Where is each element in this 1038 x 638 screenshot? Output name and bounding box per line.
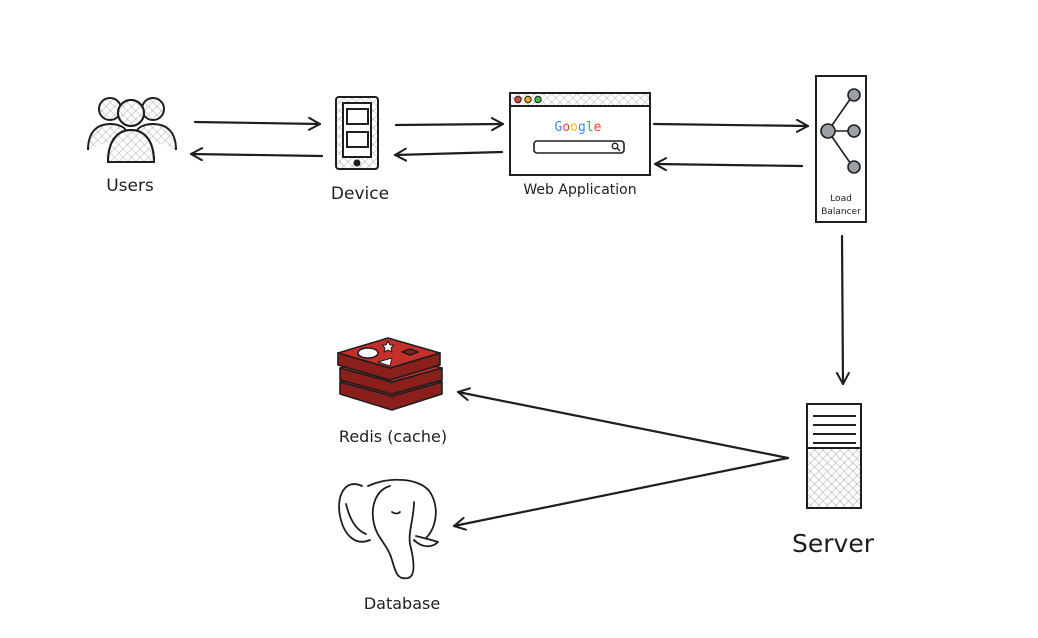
load-balancer-icon xyxy=(820,88,861,174)
server-node: Server xyxy=(792,403,875,558)
arrow-users-to-device xyxy=(193,116,322,131)
arrow-webapp-to-device xyxy=(393,147,504,162)
redis-label: Redis (cache) xyxy=(339,427,447,446)
server-label: Server xyxy=(792,529,875,558)
arrow-device-to-webapp xyxy=(394,117,505,132)
database-node: Database xyxy=(338,478,440,613)
server-rack-icon xyxy=(806,403,862,509)
webapp-node: Google Web Application xyxy=(509,92,651,198)
arrow-loadbalancer-to-webapp xyxy=(653,157,804,172)
search-input xyxy=(533,140,625,154)
device-label: Device xyxy=(331,184,389,204)
browser-window-icon: Google xyxy=(509,92,651,176)
redis-logo-icon xyxy=(337,337,443,411)
database-label: Database xyxy=(364,594,440,613)
connectors xyxy=(189,116,850,531)
search-icon xyxy=(611,142,621,152)
load-balancer-label-line1: Load xyxy=(830,194,852,204)
arrow-device-to-users xyxy=(189,147,324,162)
load-balancer-node: Load Balancer xyxy=(815,75,867,223)
users-node: Users xyxy=(87,97,177,196)
search-logo: Google xyxy=(555,120,602,135)
users-icon xyxy=(87,97,177,163)
mobile-device-icon xyxy=(335,96,379,170)
redis-node: Redis (cache) xyxy=(337,337,447,446)
arrow-webapp-to-loadbalancer xyxy=(652,118,810,133)
arrow-server-to-database xyxy=(452,456,790,531)
postgres-elephant-icon xyxy=(338,478,439,580)
webapp-label: Web Application xyxy=(523,182,636,198)
load-balancer-label-line2: Balancer xyxy=(821,207,861,217)
users-label: Users xyxy=(106,176,154,196)
device-node: Device xyxy=(331,96,389,204)
arrow-server-to-redis xyxy=(456,387,790,460)
arrow-loadbalancer-to-server xyxy=(835,234,850,386)
